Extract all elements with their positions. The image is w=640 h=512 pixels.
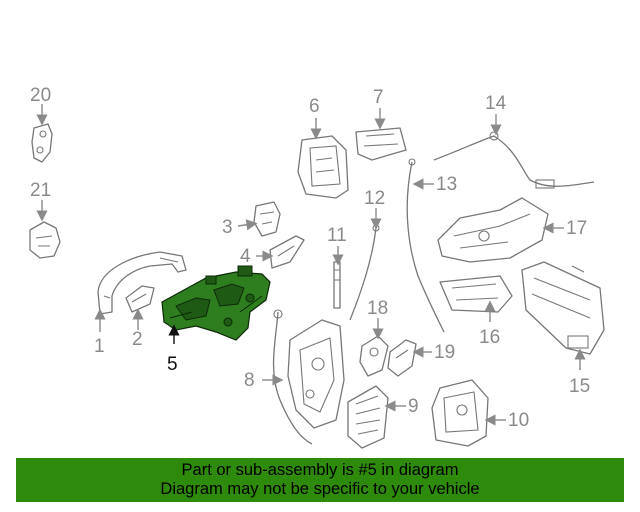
callout-16: 16: [479, 327, 500, 348]
part-21[interactable]: [29, 221, 61, 259]
part-4[interactable]: [269, 235, 305, 269]
part-6[interactable]: [297, 135, 349, 199]
part-8-rod[interactable]: [272, 309, 313, 445]
callout-21: 21: [30, 180, 51, 201]
callout-9: 9: [408, 396, 419, 417]
banner-line-1: Part or sub-assembly is #5 in diagram: [181, 461, 459, 479]
part-11[interactable]: [333, 261, 341, 309]
part-18[interactable]: [359, 335, 389, 377]
callout-15: 15: [569, 376, 590, 397]
part-2-handle-cap[interactable]: [125, 285, 155, 313]
part-9[interactable]: [347, 385, 389, 449]
part-10[interactable]: [431, 379, 489, 447]
callout-13: 13: [436, 174, 457, 195]
part-15[interactable]: [521, 261, 605, 355]
callout-14: 14: [485, 93, 507, 114]
callout-11: 11: [327, 225, 347, 246]
callout-2: 2: [132, 329, 143, 350]
part-14-cable[interactable]: [433, 131, 595, 189]
callout-10: 10: [508, 410, 529, 431]
part-5-handle-carrier[interactable]: [161, 265, 271, 341]
info-banner: Part or sub-assembly is #5 in diagram Di…: [16, 458, 624, 502]
callout-6: 6: [309, 96, 320, 117]
part-13-rod[interactable]: [406, 158, 445, 333]
callout-20: 20: [30, 85, 51, 106]
callout-1: 1: [94, 336, 105, 357]
part-17[interactable]: [437, 197, 549, 263]
callout-8: 8: [244, 370, 255, 391]
callout-4: 4: [240, 246, 251, 267]
callout-5: 5: [167, 354, 178, 375]
part-19[interactable]: [387, 339, 417, 377]
part-1-outside-handle[interactable]: [97, 251, 187, 315]
latch-assembly[interactable]: [287, 319, 345, 429]
callout-7: 7: [373, 87, 384, 108]
callout-17: 17: [566, 218, 587, 239]
part-20[interactable]: [31, 123, 53, 163]
part-7[interactable]: [355, 127, 407, 161]
banner-line-2: Diagram may not be specific to your vehi…: [160, 480, 480, 498]
callout-12: 12: [364, 188, 385, 209]
callout-3: 3: [222, 217, 233, 238]
part-3[interactable]: [253, 201, 281, 237]
callout-19: 19: [434, 342, 455, 363]
callout-18: 18: [367, 298, 388, 319]
part-16[interactable]: [439, 275, 513, 313]
